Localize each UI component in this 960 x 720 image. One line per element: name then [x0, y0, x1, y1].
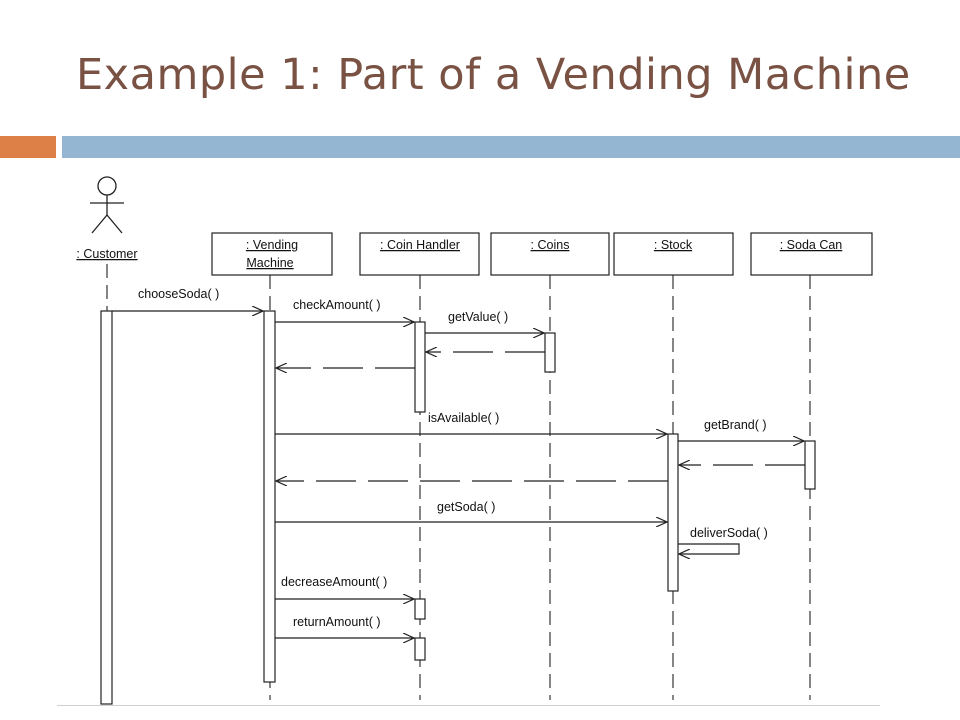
- message-label-return-amount: returnAmount( ): [293, 615, 381, 629]
- activation-coin-handler-check: [414, 321, 426, 413]
- message-label-decrease-amount: decreaseAmount( ): [281, 575, 387, 589]
- participant-coin-handler: : Coin Handler: [359, 232, 480, 276]
- participant-vending-machine-label-line2: Machine: [246, 256, 293, 270]
- message-label-choose-soda: chooseSoda( ): [138, 287, 219, 301]
- activation-customer: [100, 310, 113, 705]
- accent-bar-blue: [62, 136, 960, 158]
- participant-vending-machine: : Vending Machine: [211, 232, 333, 276]
- participant-coin-handler-label: : Coin Handler: [380, 238, 460, 252]
- participant-coins: : Coins: [490, 232, 610, 276]
- message-label-get-brand: getBrand( ): [704, 418, 767, 432]
- activation-coins-get-value: [544, 332, 556, 373]
- activation-coin-handler-decrease: [414, 598, 426, 620]
- customer-actor-icon: [90, 176, 124, 234]
- participant-soda-can-label: : Soda Can: [780, 238, 843, 252]
- participant-stock-label: : Stock: [654, 238, 693, 252]
- participant-customer-label: : Customer: [76, 247, 137, 261]
- message-label-check-amount: checkAmount( ): [293, 298, 381, 312]
- activation-coin-handler-return: [414, 637, 426, 661]
- message-label-get-soda: getSoda( ): [437, 500, 495, 514]
- participant-vending-machine-label-line1: : Vending: [246, 238, 298, 252]
- message-label-get-value: getValue( ): [448, 310, 508, 324]
- slide-title: Example 1: Part of a Vending Machine: [76, 50, 911, 100]
- accent-bar-orange: [0, 136, 56, 158]
- self-message-arrow-deliver-soda: [678, 543, 740, 554]
- message-label-is-available: isAvailable( ): [428, 411, 499, 425]
- message-label-deliver-soda: deliverSoda( ): [690, 526, 768, 540]
- activation-soda-can-get-brand: [804, 440, 816, 490]
- activation-vending-machine: [263, 310, 276, 683]
- participant-soda-can: : Soda Can: [750, 232, 873, 276]
- participant-coins-label: : Coins: [531, 238, 570, 252]
- participant-stock: : Stock: [613, 232, 734, 276]
- activation-stock: [667, 433, 679, 592]
- sequence-diagram: : Customer : Vending Machine : Coin Hand…: [57, 168, 880, 706]
- sequence-diagram-svg: : Customer : Vending Machine : Coin Hand…: [76, 176, 873, 705]
